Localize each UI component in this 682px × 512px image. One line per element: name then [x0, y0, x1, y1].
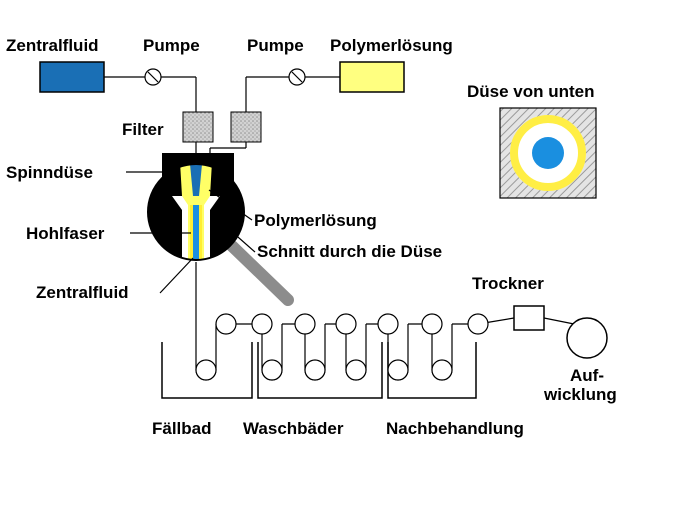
aufwicklung-label-1: Auf-	[570, 366, 604, 385]
pumpe-left-label: Pumpe	[143, 36, 200, 55]
hohlfaser-label: Hohlfaser	[26, 224, 105, 243]
faellbad-label: Fällbad	[152, 419, 212, 438]
label-leaders	[126, 171, 256, 294]
polymer-tank	[339, 61, 405, 93]
magnifier-handle	[226, 240, 294, 306]
nachbehandlung-label: Nachbehandlung	[386, 419, 524, 438]
pump-left-icon	[144, 68, 162, 86]
pipes	[104, 76, 340, 153]
polymerloesung-cut-label: Polymerlösung	[254, 211, 377, 230]
dryer-box	[513, 305, 545, 331]
duese-von-unten-label: Düse von unten	[467, 82, 595, 101]
trockner-label: Trockner	[472, 274, 544, 293]
magnifier-lens	[147, 163, 245, 261]
winder-roll	[566, 317, 608, 359]
pump-right-icon	[288, 68, 306, 86]
polymerloesung-top-label: Polymerlösung	[330, 36, 453, 55]
zentralfluid-top-label: Zentralfluid	[6, 36, 99, 55]
zentralfluid-cut-label: Zentralfluid	[36, 283, 129, 302]
schnitt-label: Schnitt durch die Düse	[257, 242, 442, 261]
filter-label: Filter	[122, 120, 164, 139]
zentralfluid-tank	[39, 61, 105, 93]
waschbaeder-label: Waschbäder	[243, 419, 344, 438]
rollers	[195, 313, 489, 381]
filter-left	[182, 111, 214, 143]
filter-right	[230, 111, 262, 143]
aufwicklung-label-2: wicklung	[543, 385, 617, 404]
pumpe-right-label: Pumpe	[247, 36, 304, 55]
nozzle-bottom-view	[499, 107, 597, 199]
spinnduese-label: Spinndüse	[6, 163, 93, 182]
